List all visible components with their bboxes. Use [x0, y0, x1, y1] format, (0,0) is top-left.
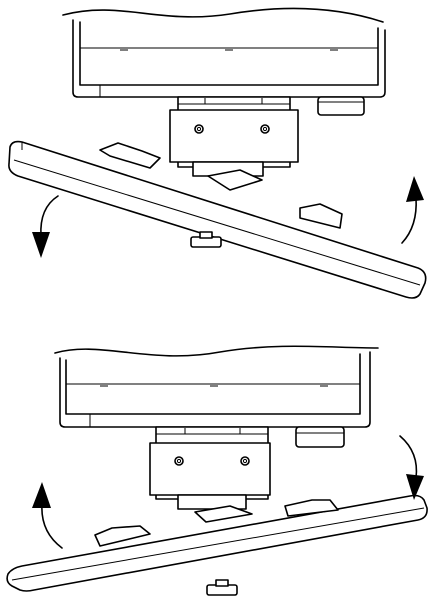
device-body-top [62, 7, 386, 98]
knob-top [317, 96, 365, 116]
curved-arrow-icon [32, 482, 63, 549]
mounting-plate-bottom [6, 494, 428, 592]
screw-icon [240, 456, 250, 466]
bottom-panel [6, 345, 428, 596]
mount-bracket-top [169, 96, 299, 177]
top-panel [8, 7, 427, 299]
screw-icon [174, 456, 184, 466]
device-body-bottom [54, 345, 379, 428]
curved-arrow-icon [32, 195, 59, 258]
mount-bracket-bottom [149, 426, 271, 510]
foot-bottom [206, 579, 238, 596]
foot-top [190, 231, 222, 248]
curved-arrow-icon [401, 176, 424, 244]
mounting-plate-top [8, 140, 427, 299]
screw-icon [194, 124, 204, 134]
curved-arrow-icon [399, 435, 424, 500]
knob-bottom [295, 426, 345, 448]
screw-icon [260, 124, 270, 134]
